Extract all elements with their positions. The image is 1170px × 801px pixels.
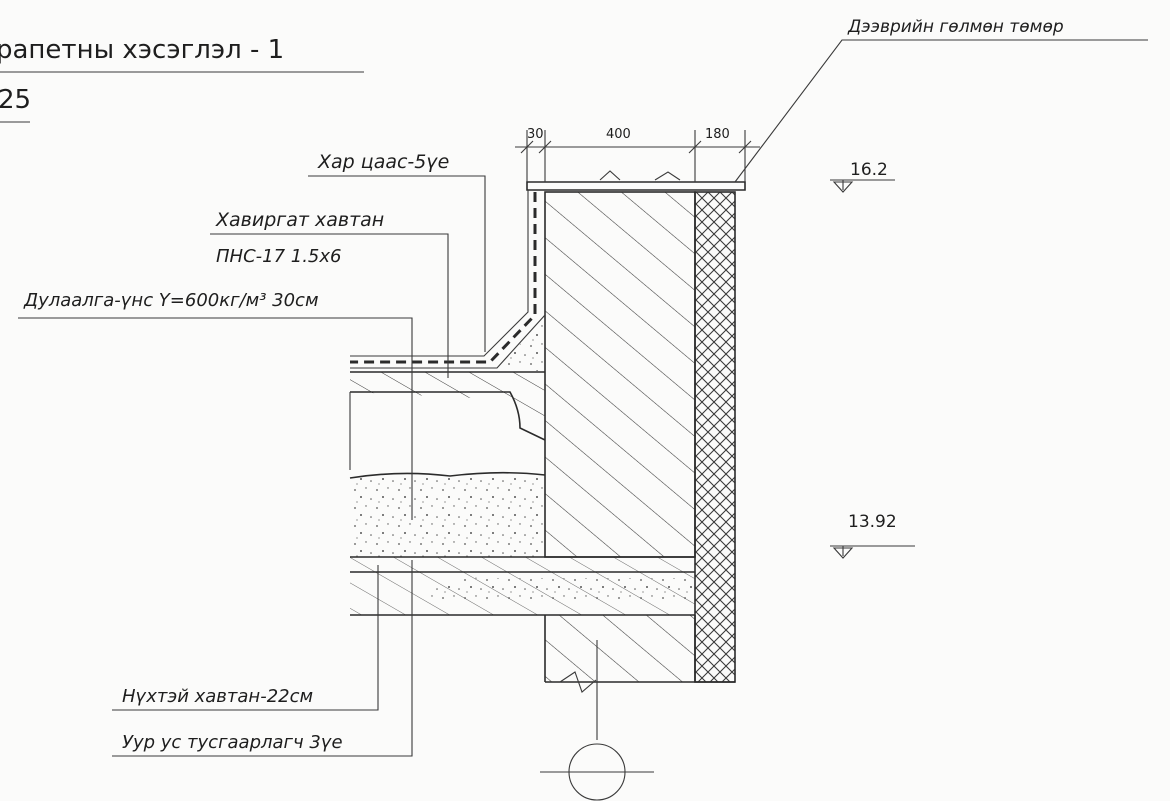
label-ribbed-slab: Хавиргат хавтан <box>215 209 384 231</box>
column-outline <box>544 615 735 683</box>
dimension-chain <box>515 130 760 182</box>
roof-steel-cap <box>526 181 746 191</box>
cap-fold-2 <box>654 171 681 181</box>
screed-fill <box>500 318 545 372</box>
roof-membrane-inner <box>350 300 546 369</box>
leader-insulation <box>18 317 413 520</box>
label-black-paper: Хар цаас-5үе <box>317 151 449 173</box>
insulation-fill <box>350 472 545 557</box>
waterproof-layer-dashed <box>350 192 537 364</box>
column-hatch <box>545 615 695 682</box>
outer-wall-crosshatch <box>695 192 735 682</box>
ribbed-slab-hatch <box>350 372 545 440</box>
hollow-slab-core <box>420 577 695 600</box>
label-ribbed-slab-type: ПНС-17 1.5х6 <box>216 246 342 267</box>
waterproof-layer-line <box>350 190 529 357</box>
label-hollow-slab: Нүхтэй хавтан-22см <box>122 686 313 707</box>
dim-30: 30 <box>527 127 544 142</box>
label-insulation: Дулаалга-үнс Y=600кг/м³ 30см <box>23 290 319 311</box>
dim-180: 180 <box>705 127 730 142</box>
label-waterproof: Уур ус тусгаарлагч 3үе <box>122 732 343 753</box>
break-line <box>559 671 597 693</box>
level-top-value: 16.2 <box>850 160 888 180</box>
leader-ribbed-slab <box>210 233 449 378</box>
parapet-concrete-hatch <box>545 192 695 557</box>
label-roof-steel: Дээврийн гөлмөн төмөр <box>847 17 1064 37</box>
cap-fold <box>599 170 621 181</box>
hollow-slab-outline <box>350 556 695 616</box>
level-mark-bottom <box>830 545 915 559</box>
leader-hollow-slab <box>112 565 379 711</box>
dim-400: 400 <box>606 127 631 142</box>
leader-waterproof <box>112 560 413 757</box>
drawing-title: рапетны хэсэглэл - 1 <box>0 35 284 65</box>
drawing-scale: 25 <box>0 85 31 115</box>
level-bottom-value: 13.92 <box>848 512 897 532</box>
insulation-top-line <box>349 471 546 479</box>
level-mark-top <box>830 179 895 193</box>
leader-roof-steel <box>734 39 1148 183</box>
leader-black-paper <box>308 175 486 352</box>
